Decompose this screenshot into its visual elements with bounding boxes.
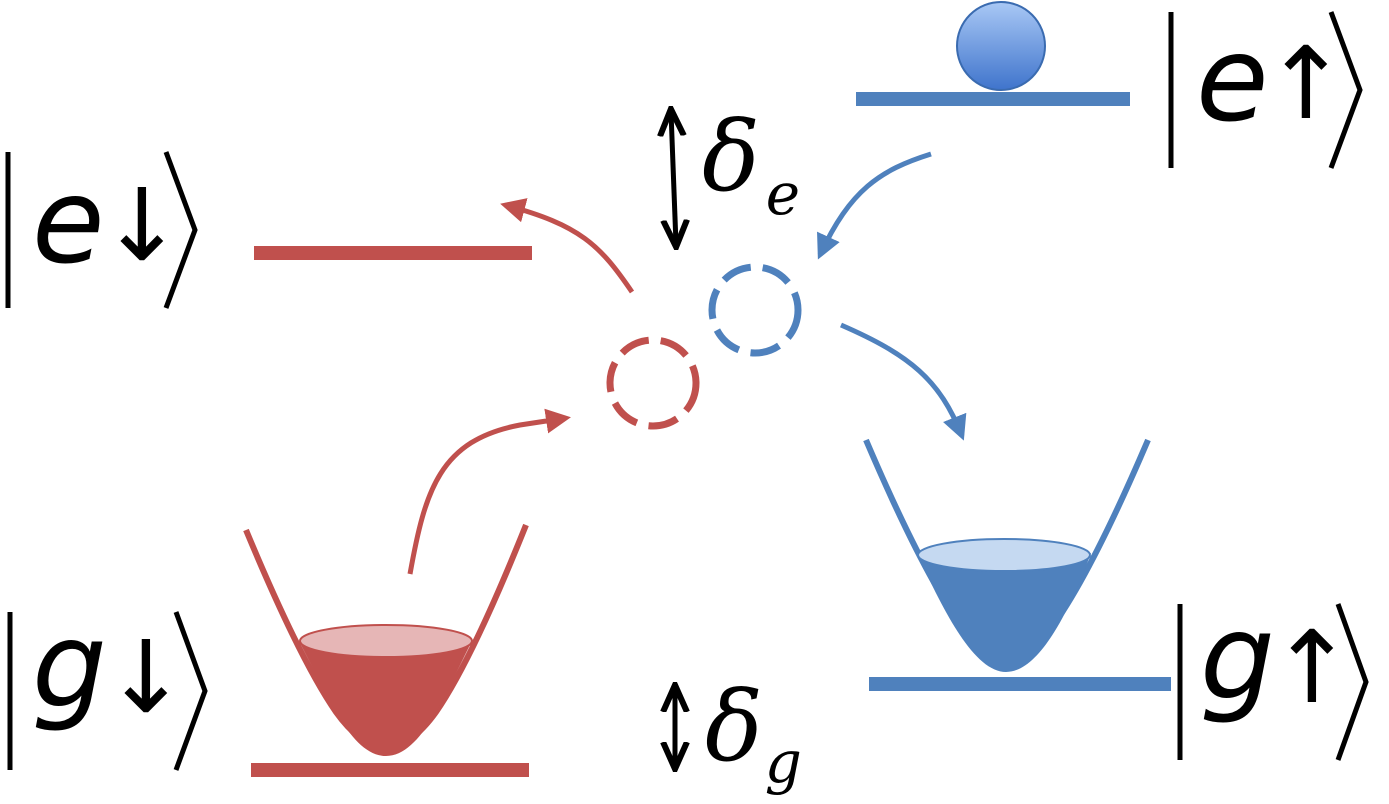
trap-blue-surface xyxy=(917,538,1091,572)
ket-angle xyxy=(1328,11,1363,169)
ket-angle xyxy=(163,151,198,309)
trap-blue xyxy=(863,438,1151,672)
ket-g-up: g ↑ xyxy=(1177,588,1369,761)
virtual-state-blue xyxy=(708,263,802,357)
ket-letter: e xyxy=(32,152,105,290)
trap-red-fill xyxy=(299,641,472,756)
delta-g-subscript: g xyxy=(765,728,802,796)
ket-spin-arrow: ↓ xyxy=(104,619,188,736)
ket-e-up: e ↑ xyxy=(1168,10,1363,169)
level-g-up xyxy=(869,677,1171,691)
ket-letter: g xyxy=(32,596,107,734)
level-e-down xyxy=(254,246,532,260)
ket-e-down: e ↓ xyxy=(5,151,198,309)
ket-spin-arrow: ↓ xyxy=(100,167,184,284)
ket-angle xyxy=(1335,603,1369,761)
arrow-blue-from-e-up xyxy=(817,151,932,260)
trap-red-surface xyxy=(299,624,473,658)
ket-angle xyxy=(173,611,208,771)
arrow-red-up-from-ground xyxy=(407,408,571,575)
delta-e-subscript: e xyxy=(766,160,800,228)
trap-red xyxy=(243,523,529,756)
ket-spin-arrow: ↑ xyxy=(1264,25,1348,142)
arrow-blue-to-g-up xyxy=(840,322,967,441)
virtual-state-red xyxy=(606,336,700,430)
atom-ball xyxy=(956,1,1046,91)
ket-letter: g xyxy=(1200,588,1275,726)
delta-e-symbol: δ xyxy=(702,101,760,213)
ket-g-down: g ↓ xyxy=(7,596,208,771)
arrow-red-to-e-down xyxy=(500,198,635,294)
delta-g-label: δg xyxy=(705,671,802,796)
ket-spin-arrow: ↑ xyxy=(1270,609,1354,726)
trap-blue-fill xyxy=(917,553,1091,672)
delta-e-double-arrow xyxy=(671,112,676,244)
level-e-up xyxy=(856,92,1130,106)
level-g-down xyxy=(251,763,529,777)
ket-letter: e xyxy=(1196,10,1269,148)
delta-g-symbol: δ xyxy=(705,671,763,783)
